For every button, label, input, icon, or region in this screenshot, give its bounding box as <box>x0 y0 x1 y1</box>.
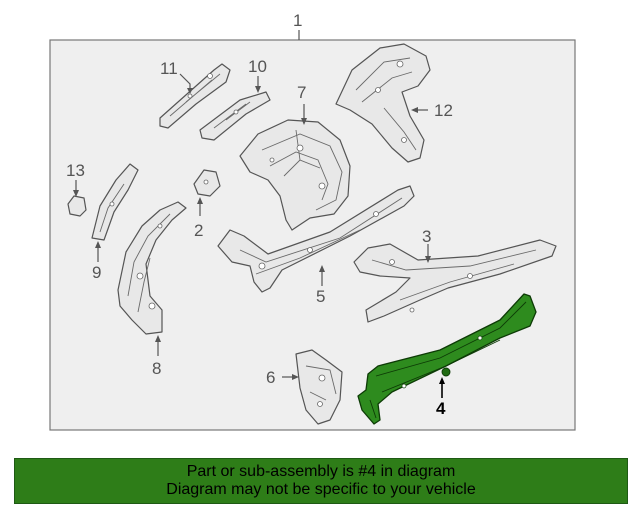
part-12 <box>335 43 431 163</box>
callout-11: 11 <box>160 59 178 78</box>
callout-5: 5 <box>316 287 325 306</box>
part-2 <box>193 169 221 197</box>
callout-13: 13 <box>66 161 85 180</box>
callout-2: 2 <box>194 221 203 240</box>
part-9 <box>91 163 139 241</box>
callout-8: 8 <box>152 359 161 378</box>
part-13 <box>67 195 87 217</box>
part-10 <box>199 91 271 141</box>
part-5 <box>217 185 415 293</box>
callout-10: 10 <box>248 57 267 76</box>
callout-1: 1 <box>293 11 302 30</box>
part-6 <box>295 349 343 425</box>
part-7 <box>239 119 351 231</box>
part-8 <box>117 201 187 335</box>
callout-9: 9 <box>92 263 101 282</box>
callout-3: 3 <box>422 227 431 246</box>
callout-12: 12 <box>434 101 453 120</box>
part-4-highlighted <box>357 293 537 425</box>
part-11 <box>159 63 231 129</box>
callout-4: 4 <box>436 399 446 418</box>
callout-6: 6 <box>266 368 275 387</box>
banner-line-1: Part or sub-assembly is #4 in diagram <box>186 463 456 480</box>
part-3 <box>353 239 557 323</box>
callout-7: 7 <box>297 83 306 102</box>
parts-diagram: 1 11 10 7 12 13 <box>49 11 576 431</box>
info-banner: Part or sub-assembly is #4 in diagram Di… <box>14 458 628 504</box>
banner-line-2: Diagram may not be specific to your vehi… <box>166 481 476 498</box>
